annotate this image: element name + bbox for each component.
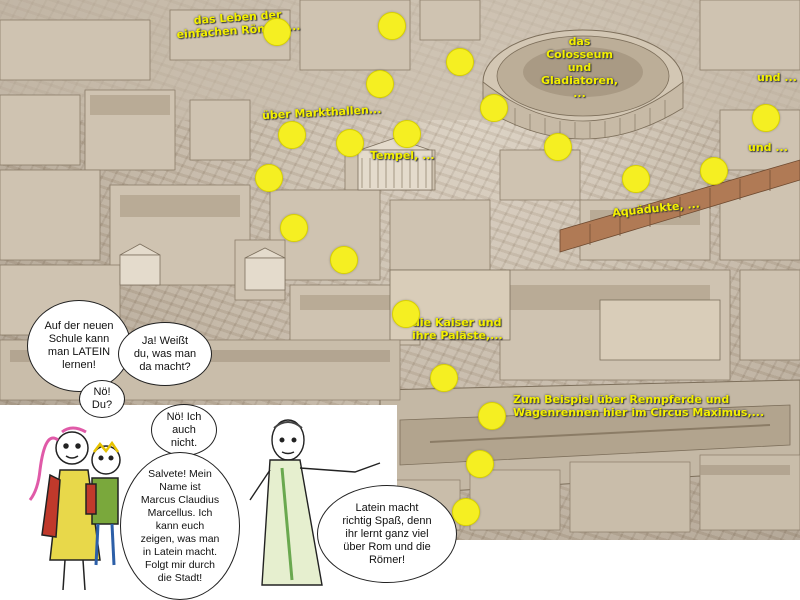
marker-dot[interactable]: [700, 157, 728, 185]
marker-dot[interactable]: [393, 120, 421, 148]
bubble-text: Salvete! Mein Name ist Marcus Claudius M…: [140, 467, 220, 584]
marker-dot[interactable]: [446, 48, 474, 76]
marker-dot[interactable]: [544, 133, 572, 161]
marker-dot[interactable]: [263, 18, 291, 46]
marker-dot[interactable]: [336, 129, 364, 157]
speech-bubble-marcus-intro: Salvete! Mein Name ist Marcus Claudius M…: [120, 452, 240, 600]
comic-panel-bottom: [397, 540, 800, 600]
speech-bubble-noe-du: Nö! Du?: [79, 380, 125, 418]
speech-bubble-boy-question: Ja! Weißt du, was man da macht?: [118, 322, 212, 386]
label-und-2: und ...: [748, 141, 788, 154]
marker-dot[interactable]: [480, 94, 508, 122]
marker-dot[interactable]: [392, 300, 420, 328]
speech-bubble-girl: Auf der neuen Schule kann man LATEIN ler…: [27, 300, 131, 392]
label-kaiser-palaeste: die Kaiser und ihre Paläste,...: [412, 316, 503, 342]
label-colosseum: das Colosseum und Gladiatoren, ...: [541, 35, 618, 100]
marker-dot[interactable]: [255, 164, 283, 192]
bubble-text: Nö! Du?: [91, 386, 113, 411]
marker-dot[interactable]: [280, 214, 308, 242]
marker-dot[interactable]: [752, 104, 780, 132]
bubble-text: Ja! Weißt du, was man da macht?: [133, 334, 197, 373]
marker-dot[interactable]: [466, 450, 494, 478]
marker-dot[interactable]: [378, 12, 406, 40]
marker-dot[interactable]: [430, 364, 458, 392]
marker-dot[interactable]: [478, 402, 506, 430]
label-tempel: Tempel, ...: [370, 149, 435, 162]
label-circus-maximus: Zum Beispiel über Rennpferde und Wagenre…: [513, 393, 765, 419]
bubble-text: Latein macht richtig Spaß, denn ihr lern…: [342, 501, 432, 566]
marker-dot[interactable]: [330, 246, 358, 274]
speech-bubble-latein-spass: Latein macht richtig Spaß, denn ihr lern…: [317, 485, 457, 583]
marker-dot[interactable]: [366, 70, 394, 98]
bubble-text: Nö! Ich auch nicht.: [166, 410, 202, 449]
label-und-1: und ...: [757, 71, 797, 84]
marker-dot[interactable]: [622, 165, 650, 193]
bubble-text: Auf der neuen Schule kann man LATEIN ler…: [44, 320, 114, 371]
marker-dot[interactable]: [452, 498, 480, 526]
speech-bubble-noe-ich: Nö! Ich auch nicht.: [151, 404, 217, 456]
marker-dot[interactable]: [278, 121, 306, 149]
